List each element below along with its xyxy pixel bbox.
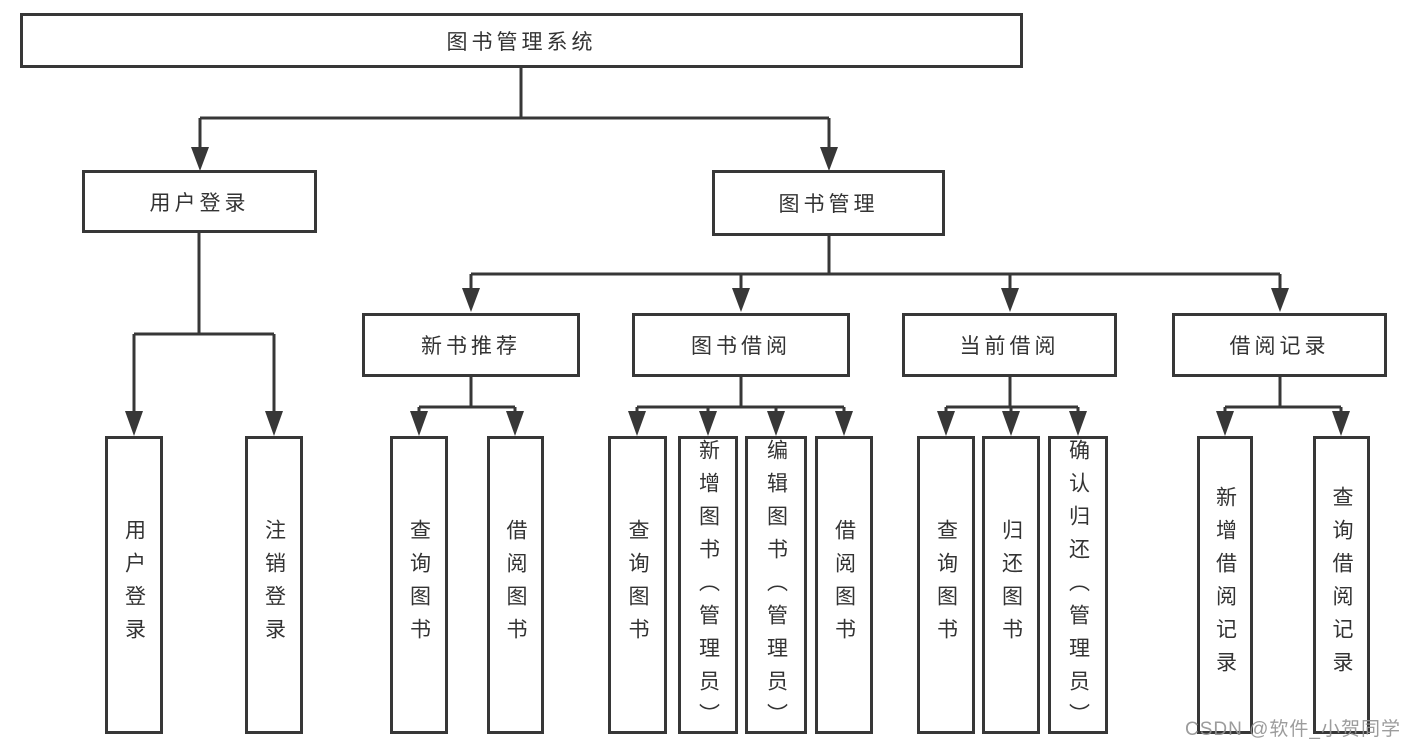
leaf-recommend-query-books-label: 查询图书 [407,519,431,651]
leaf-user-login: 用户登录 [105,436,163,734]
leaf-return-books: 归还图书 [982,436,1040,734]
node-borrow-records: 借阅记录 [1172,313,1387,377]
leaf-add-borrow-record-label: 新增借阅记录 [1213,486,1237,684]
node-book-management: 图书管理 [712,170,945,236]
node-current-borrow-label: 当前借阅 [959,335,1060,358]
node-new-book-recommend-label: 新书推荐 [421,335,521,358]
leaf-edit-book-admin-label: 编辑图书（管理员） [764,439,788,736]
leaf-recommend-borrow-books-label: 借阅图书 [504,519,527,651]
leaf-borrow-query-books: 查询图书 [608,436,667,734]
leaf-return-books-label: 归还图书 [999,519,1023,651]
node-user-login: 用户登录 [82,170,317,233]
node-system-root: 图书管理系统 [20,13,1023,68]
watermark: CSDN @软件_小贺同学 [1185,719,1401,740]
node-book-borrow-label: 图书借阅 [691,335,791,358]
leaf-logout: 注销登录 [245,436,303,734]
node-system-root-label: 图书管理系统 [446,30,597,54]
leaf-recommend-query-books: 查询图书 [390,436,448,734]
leaf-current-query-books-label: 查询图书 [934,519,958,651]
node-current-borrow: 当前借阅 [902,313,1117,377]
leaf-edit-book-admin: 编辑图书（管理员） [745,436,807,736]
leaf-borrow-query-books-label: 查询图书 [626,519,649,651]
leaf-borrow-borrow-books-label: 借阅图书 [832,519,856,651]
leaf-user-login-label: 用户登录 [122,519,146,651]
node-new-book-recommend: 新书推荐 [362,313,580,377]
leaf-query-borrow-record: 查询借阅记录 [1313,436,1370,734]
node-book-borrow: 图书借阅 [632,313,850,377]
leaf-add-borrow-record: 新增借阅记录 [1197,436,1253,734]
node-user-login-label: 用户登录 [149,191,250,215]
leaf-borrow-borrow-books: 借阅图书 [815,436,873,734]
leaf-logout-label: 注销登录 [262,519,286,651]
leaf-confirm-return-admin-label: 确认归还（管理员） [1066,439,1090,736]
connector-paths [132,68,1343,414]
leaf-add-book-admin-label: 新增图书（管理员） [696,439,720,736]
leaf-confirm-return-admin: 确认归还（管理员） [1048,436,1108,736]
node-book-management-label: 图书管理 [778,193,879,216]
arrow-heads [125,147,1350,436]
leaf-add-book-admin: 新增图书（管理员） [678,436,738,736]
leaf-recommend-borrow-books: 借阅图书 [487,436,544,734]
leaf-current-query-books: 查询图书 [917,436,975,734]
leaf-query-borrow-record-label: 查询借阅记录 [1330,486,1353,684]
node-borrow-records-label: 借阅记录 [1229,335,1330,358]
